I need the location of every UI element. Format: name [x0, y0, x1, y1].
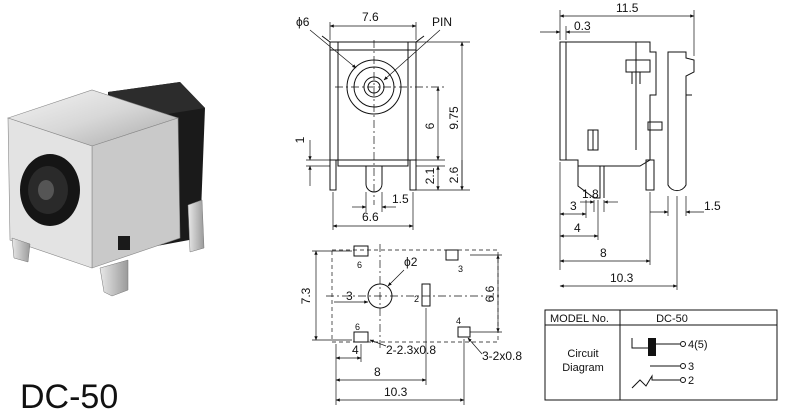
table-model-value: DC-50 — [656, 313, 688, 325]
front-h6-label: 6 — [423, 122, 437, 129]
pad2-label: 2 — [414, 294, 419, 304]
side-len3-label: 3 — [570, 199, 577, 213]
footprint-h66-label: 6.6 — [483, 285, 497, 302]
footprint-w4-label: 4 — [352, 343, 359, 357]
pad4-label: 4 — [456, 316, 461, 326]
side-len103-label: 10.3 — [610, 271, 634, 285]
footprint-w3-label: 3 — [346, 289, 353, 303]
front-w66-label: 6.6 — [362, 210, 379, 224]
footprint-phi2-label: ϕ2 — [404, 255, 418, 269]
side-len8-label: 8 — [600, 246, 607, 260]
front-h1-label: 1 — [293, 136, 307, 143]
circuit-symbol — [631, 338, 686, 389]
table-row-label-1: Circuit — [567, 348, 598, 360]
pin45-label: 4(5) — [688, 339, 708, 351]
pcb-footprint: 6 3 2 6 4 ϕ2 7.3 6.6 3 4 8 10.3 2-2.3 — [299, 244, 522, 405]
side-len115-label: 11.5 — [616, 1, 639, 15]
pin3-label: 3 — [688, 361, 694, 373]
side-len18-label: 1.8 — [582, 187, 599, 201]
front-phi6-label: ϕ6 — [296, 15, 310, 29]
pad6-top-label: 6 — [357, 260, 362, 270]
model-table: MODEL No. DC-50 Circuit Diagram 4(5) 3 2 — [544, 309, 778, 401]
front-view: ϕ6 7.6 PIN 9.75 6 2.1 2.6 1 — [293, 10, 470, 230]
side-len4-label: 4 — [574, 221, 581, 235]
slot-note-a: 2-2.3x0.8 — [386, 343, 436, 357]
front-h975-label: 9.75 — [447, 106, 461, 130]
side-view: 11.5 0.3 1.8 3 4 8 10.3 1.5 — [540, 1, 721, 290]
pin2-label: 2 — [688, 375, 694, 387]
footprint-w103-label: 10.3 — [384, 385, 408, 399]
footprint-h73-label: 7.3 — [299, 287, 313, 304]
front-width-label: 7.6 — [362, 10, 379, 24]
front-w15-label: 1.5 — [392, 192, 409, 206]
pad6-bottom-label: 6 — [355, 322, 360, 332]
footprint-w8-label: 8 — [374, 365, 381, 379]
front-pin-label: PIN — [432, 15, 452, 29]
product-photo — [7, 82, 205, 297]
side-len15-label: 1.5 — [704, 199, 721, 213]
side-len03-label: 0.3 — [574, 19, 591, 33]
table-model-header: MODEL No. — [550, 313, 609, 325]
slot-note-b: 3-2x0.8 — [482, 349, 522, 363]
pad3-label: 3 — [458, 264, 463, 274]
model-title: DC-50 — [20, 378, 118, 415]
table-row-label-2: Diagram — [562, 362, 604, 374]
front-h21-label: 2.1 — [423, 167, 437, 184]
front-h26-label: 2.6 — [447, 166, 461, 183]
